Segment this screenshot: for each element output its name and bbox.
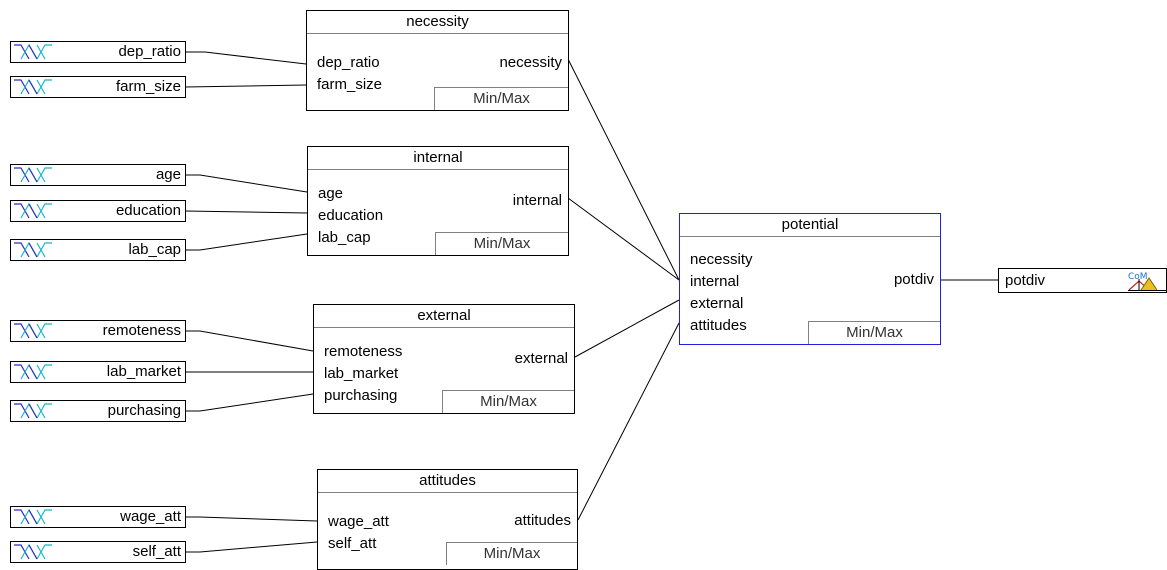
block-title: internal [308, 147, 568, 170]
input-var-purchasing[interactable]: purchasing [10, 400, 186, 422]
wire-purchasing [185, 393, 314, 412]
aggregation-method[interactable]: Min/Max [435, 232, 568, 255]
rule-block-internal[interactable]: internal age education lab_cap internal … [307, 146, 569, 256]
block-input-label: age [318, 185, 344, 202]
block-input-label: self_att [328, 535, 377, 552]
input-var-farm_size[interactable]: farm_size [10, 76, 186, 98]
svg-text:CoM: CoM [1128, 272, 1148, 282]
membership-function-icon [14, 79, 52, 95]
block-output-label: external [514, 350, 568, 367]
input-var-label: lab_market [106, 363, 181, 380]
input-var-age[interactable]: age [10, 164, 186, 186]
input-var-label: remoteness [102, 322, 181, 339]
wire-wage_att [185, 516, 318, 522]
input-var-self_att[interactable]: self_att [10, 541, 186, 563]
block-inputs: remoteness lab_market purchasing [324, 342, 402, 408]
wire-self_att [185, 541, 318, 553]
aggregation-method[interactable]: Min/Max [434, 87, 568, 110]
block-input-label: external [690, 295, 744, 312]
input-var-label: farm_size [115, 78, 181, 95]
block-input-label: education [318, 207, 384, 224]
block-input-label: purchasing [324, 387, 398, 404]
input-var-label: wage_att [120, 508, 181, 525]
membership-function-icon [14, 403, 52, 419]
wire-necessity-out [567, 58, 680, 281]
wire-attitudes-out [577, 322, 680, 521]
membership-function-icon [14, 364, 52, 380]
block-inputs: age education lab_cap [318, 184, 383, 250]
block-inputs: dep_ratio farm_size [317, 53, 382, 97]
block-input-label: internal [690, 273, 740, 290]
membership-function-icon [14, 509, 52, 525]
rule-block-external[interactable]: external remoteness lab_market purchasin… [313, 304, 575, 414]
block-title: attitudes [318, 470, 577, 493]
wire-education [184, 210, 308, 214]
input-var-label: self_att [132, 543, 181, 560]
block-output-label: internal [512, 192, 562, 209]
aggregation-method[interactable]: Min/Max [442, 390, 574, 413]
block-input-label: necessity [690, 251, 753, 268]
input-var-wage_att[interactable]: wage_att [10, 506, 186, 528]
output-var-potdiv[interactable]: potdiv CoM [998, 268, 1167, 293]
wire-farm_size [184, 84, 307, 88]
wire-dep_ratio [185, 51, 307, 65]
wire-external-out [574, 299, 680, 358]
block-output-label: attitudes [514, 512, 571, 529]
input-var-label: dep_ratio [118, 43, 181, 60]
block-title: necessity [307, 11, 568, 34]
membership-function-icon [14, 44, 52, 60]
block-inputs: wage_att self_att [328, 512, 389, 556]
wire-remoteness [185, 330, 314, 352]
membership-function-icon [14, 203, 52, 219]
block-input-label: attitudes [690, 317, 747, 334]
block-input-label: wage_att [328, 513, 389, 530]
input-var-education[interactable]: education [10, 200, 186, 222]
block-input-label: farm_size [317, 76, 383, 93]
rule-block-necessity[interactable]: necessity dep_ratio farm_size necessity … [306, 10, 569, 111]
input-var-label: education [115, 202, 181, 219]
membership-function-icon [14, 323, 52, 339]
input-var-lab_market[interactable]: lab_market [10, 361, 186, 383]
output-var-label: potdiv [1005, 272, 1046, 289]
block-output-label: necessity [499, 54, 562, 71]
block-input-label: lab_market [324, 365, 399, 382]
com-defuzzifier-icon: CoM [1128, 272, 1166, 291]
block-title: external [314, 305, 574, 328]
membership-function-icon [14, 242, 52, 258]
input-var-label: purchasing [107, 402, 181, 419]
block-title: potential [680, 214, 940, 237]
input-var-dep_ratio[interactable]: dep_ratio [10, 41, 186, 63]
membership-function-icon [14, 544, 52, 560]
wire-internal-out [567, 197, 680, 281]
input-var-lab_cap[interactable]: lab_cap [10, 239, 186, 261]
block-input-label: remoteness [324, 343, 403, 360]
block-inputs: necessity internal external attitudes [690, 250, 753, 338]
block-output-label: potdiv [893, 271, 934, 288]
wire-lab_cap [185, 233, 308, 251]
input-var-label: lab_cap [128, 241, 181, 258]
aggregation-method[interactable]: Min/Max [446, 542, 577, 565]
wire-age [185, 174, 308, 193]
membership-function-icon [14, 167, 52, 183]
block-input-label: dep_ratio [317, 54, 380, 71]
input-var-label: age [155, 166, 181, 183]
block-input-label: lab_cap [318, 229, 371, 246]
aggregation-method[interactable]: Min/Max [808, 321, 940, 344]
rule-block-potential[interactable]: potential necessity internal external at… [679, 213, 941, 345]
input-var-remoteness[interactable]: remoteness [10, 320, 186, 342]
rule-block-attitudes[interactable]: attitudes wage_att self_att attitudes Mi… [317, 469, 578, 570]
